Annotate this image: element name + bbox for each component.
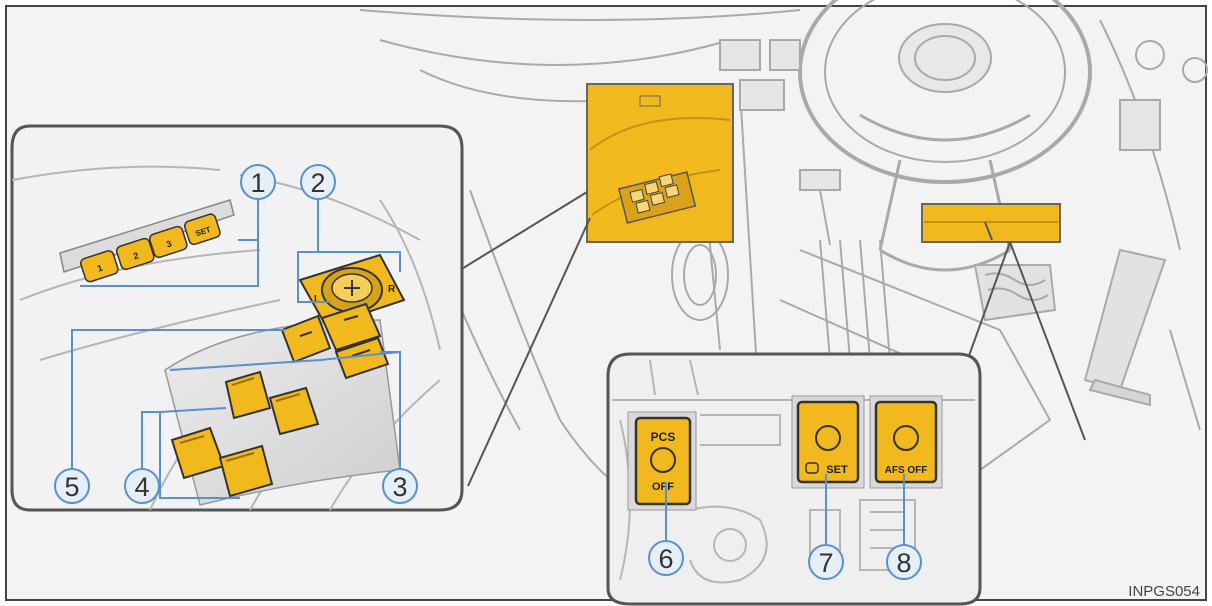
car-icon xyxy=(805,462,819,474)
pcs-off-label: OFF xyxy=(652,481,674,493)
right-leader-lines xyxy=(665,474,905,544)
svg-text:L: L xyxy=(314,294,320,305)
afs-off-switch: AFS OFF xyxy=(874,400,938,484)
callout-5: 5 xyxy=(54,468,90,504)
callout-2-label: 2 xyxy=(310,168,325,198)
callout-8: 8 xyxy=(886,544,922,580)
left-inset-connector xyxy=(459,191,591,487)
svg-text:1: 1 xyxy=(96,263,104,274)
callout-7-label: 7 xyxy=(818,548,833,578)
callout-8-label: 8 xyxy=(896,548,911,578)
callout-5-label: 5 xyxy=(64,472,79,502)
lock-switches xyxy=(280,302,390,380)
figure-code: INPGS054 xyxy=(1128,583,1200,600)
pcs-off-switch: PCS OFF xyxy=(634,416,692,506)
callout-4-label: 4 xyxy=(134,472,149,502)
set-switch: SET xyxy=(796,400,860,484)
svg-text:3: 3 xyxy=(165,238,173,249)
callout-4: 4 xyxy=(124,468,160,504)
callout-3: 3 xyxy=(382,468,418,504)
left-leader-lines xyxy=(71,198,401,499)
window-switch-highlight xyxy=(586,83,734,243)
callouts: 1 2 3 4 5 6 7 8 xyxy=(54,164,922,580)
callout-1: 1 xyxy=(240,164,276,200)
power-window-switches xyxy=(170,370,320,498)
mirror-control-switch: L R xyxy=(298,253,406,328)
pcs-label: PCS xyxy=(651,430,676,444)
memory-seat-buttons: 1 2 3 SET xyxy=(80,213,221,283)
callout-6-label: 6 xyxy=(658,544,673,574)
lower-dash-switch-highlight xyxy=(921,203,1061,243)
callout-1-label: 1 xyxy=(250,168,265,198)
svg-text:2: 2 xyxy=(132,250,140,261)
callout-7: 7 xyxy=(808,544,844,580)
callout-6: 6 xyxy=(648,540,684,576)
callout-3-label: 3 xyxy=(392,472,407,502)
set-label: SET xyxy=(826,464,848,476)
afs-off-label: AFS OFF xyxy=(885,465,928,476)
svg-text:R: R xyxy=(388,284,396,295)
callout-2: 2 xyxy=(300,164,336,200)
